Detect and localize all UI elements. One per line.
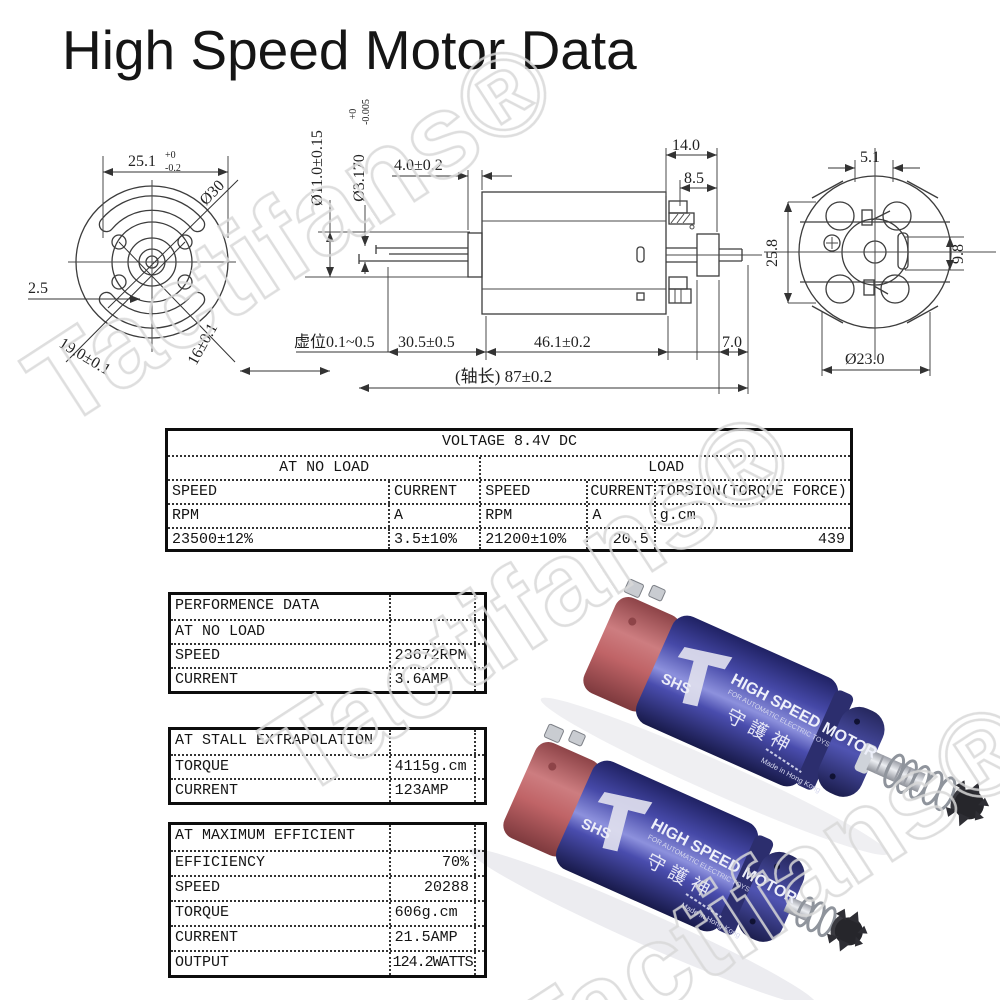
dim-side-rear-inner: 8.5 bbox=[684, 170, 704, 187]
group-load: LOAD bbox=[479, 457, 850, 479]
dim-back-key: 5.1 bbox=[860, 149, 880, 166]
row-label: SPEED bbox=[175, 879, 221, 896]
row-value: 124.2WATTS bbox=[388, 952, 474, 975]
dim-side-shaft-dia-sub: -0.005 bbox=[361, 99, 372, 125]
table-title: AT STALL EXTRAPOLATION bbox=[175, 732, 374, 749]
motor-chinese: 守護神 bbox=[722, 704, 799, 759]
dim-side-shaft-dia: Ø3.170 bbox=[351, 154, 368, 202]
motor-photo-short-shaft: SHS HIGH SPEED MOTOR FOR AUTOMATIC ELECT… bbox=[469, 723, 868, 1000]
value-cell: 20.5 bbox=[586, 529, 653, 549]
dim-side-total-len: (轴长) 87±0.2 bbox=[455, 367, 552, 386]
dim-front-holes-right: 16±0.1 bbox=[185, 321, 222, 368]
back-view-drawing: 5.1 25.8 9.8 Ø23.0 bbox=[764, 148, 996, 376]
table-subtitle: AT NO LOAD bbox=[175, 623, 266, 640]
side-view-drawing: Ø11.0±0.15 Ø3.170 +0 -0.005 4.0±0.2 bbox=[294, 99, 762, 394]
dim-side-shaft-len: 30.5±0.5 bbox=[398, 334, 455, 351]
motor-subtitle: FOR AUTOMATIC ELECTRIC TOYS bbox=[646, 834, 750, 894]
col-header: CURRENT bbox=[586, 481, 653, 503]
value-cell: 23500±12% bbox=[172, 531, 254, 548]
front-view-drawing: 25.1 +0 -0.2 Ø30 2.5 19.0±0.1 16±0.1 bbox=[28, 150, 330, 379]
row-value: 23672RPM bbox=[388, 645, 474, 667]
row-label: SPEED bbox=[175, 647, 221, 664]
unit-cell: g.cm bbox=[653, 505, 850, 527]
dim-side-rear-len: 14.0 bbox=[672, 137, 700, 154]
voltage-spec-table: VOLTAGE 8.4V DC AT NO LOAD LOAD SPEED CU… bbox=[165, 428, 853, 552]
row-value: 70% bbox=[388, 852, 474, 875]
col-header: TORSION(TORQUE FORCE) bbox=[653, 481, 850, 503]
dim-front-width-sub: -0.2 bbox=[165, 163, 181, 174]
col-header: CURRENT bbox=[388, 481, 479, 503]
value-cell: 439 bbox=[653, 529, 850, 549]
pinion-gear bbox=[827, 908, 868, 952]
dim-front-slot: 2.5 bbox=[28, 280, 48, 297]
stall-extrapolation-table: AT STALL EXTRAPOLATION TORQUE 4115g.cm C… bbox=[168, 727, 487, 805]
voltage-title: VOLTAGE 8.4V DC bbox=[441, 433, 578, 450]
page-title: High Speed Motor Data bbox=[62, 19, 637, 81]
dim-side-collar: 4.0±0.2 bbox=[394, 157, 443, 174]
motor-brand: SHS bbox=[658, 670, 693, 698]
motor-chinese: 守護神 bbox=[642, 849, 719, 904]
table-title: AT MAXIMUM EFFICIENT bbox=[175, 827, 356, 844]
row-label: OUTPUT bbox=[175, 954, 230, 971]
row-value: 4115g.cm bbox=[388, 756, 474, 778]
motor-origin: Made in Hong Kong bbox=[759, 756, 822, 795]
dim-back-height: 25.8 bbox=[764, 239, 781, 267]
unit-cell: RPM bbox=[172, 507, 200, 524]
motor-subtitle: FOR AUTOMATIC ELECTRIC TOYS bbox=[726, 689, 830, 749]
row-label: CURRENT bbox=[175, 782, 239, 799]
row-value: 21.5AMP bbox=[388, 927, 474, 950]
motor-name: HIGH SPEED MOTOR bbox=[648, 816, 800, 907]
unit-cell: A bbox=[586, 505, 653, 527]
row-label: EFFICIENCY bbox=[175, 854, 266, 871]
group-no-load: AT NO LOAD bbox=[279, 459, 370, 476]
col-header: SPEED bbox=[172, 483, 218, 500]
performance-data-table: PERFORMENCE DATA AT NO LOAD SPEED 23672R… bbox=[168, 592, 487, 694]
row-value: 606g.cm bbox=[388, 902, 474, 925]
unit-cell: RPM bbox=[479, 505, 586, 527]
motor-brand: SHS bbox=[578, 815, 613, 843]
dim-back-slot: 9.8 bbox=[950, 244, 967, 264]
motor-photo-long-shaft: SHS HIGH SPEED MOTOR FOR AUTOMATIC ELECT… bbox=[540, 578, 990, 855]
row-value: 3.6AMP bbox=[388, 669, 474, 691]
dim-side-play: 虚位0.1~0.5 bbox=[294, 333, 375, 351]
dim-side-tail: 7.0 bbox=[722, 334, 742, 351]
dim-front-width: 25.1 bbox=[128, 153, 156, 170]
dim-front-width-sup: +0 bbox=[165, 150, 176, 161]
dim-back-diameter: Ø23.0 bbox=[845, 351, 885, 368]
row-label: TORQUE bbox=[175, 904, 230, 921]
value-cell: 3.5±10% bbox=[387, 529, 479, 549]
table-title: PERFORMENCE DATA bbox=[175, 597, 320, 614]
dim-side-body-len: 46.1±0.2 bbox=[534, 334, 591, 351]
value-cell: 21200±10% bbox=[479, 529, 586, 549]
dim-front-diameter: Ø30 bbox=[197, 177, 228, 209]
unit-cell: A bbox=[388, 505, 479, 527]
dim-front-holes-left: 19.0±0.1 bbox=[56, 335, 113, 379]
row-label: CURRENT bbox=[175, 929, 239, 946]
motor-origin: Made in Hong Kong bbox=[679, 901, 742, 940]
row-label: TORQUE bbox=[175, 758, 230, 775]
motor-name: HIGH SPEED MOTOR bbox=[728, 671, 880, 762]
col-header: SPEED bbox=[479, 481, 586, 503]
max-efficiency-table: AT MAXIMUM EFFICIENT EFFICIENCY 70% SPEE… bbox=[168, 822, 487, 978]
dim-side-shaft-dia-sup: +0 bbox=[348, 109, 359, 120]
row-value: 123AMP bbox=[388, 780, 474, 802]
row-value: 20288 bbox=[388, 877, 474, 900]
dim-side-case-dia: Ø11.0±0.15 bbox=[309, 130, 326, 206]
row-label: CURRENT bbox=[175, 671, 239, 688]
pinion-gear bbox=[945, 780, 990, 827]
watermark-text: Tactifans® bbox=[482, 676, 1000, 1000]
